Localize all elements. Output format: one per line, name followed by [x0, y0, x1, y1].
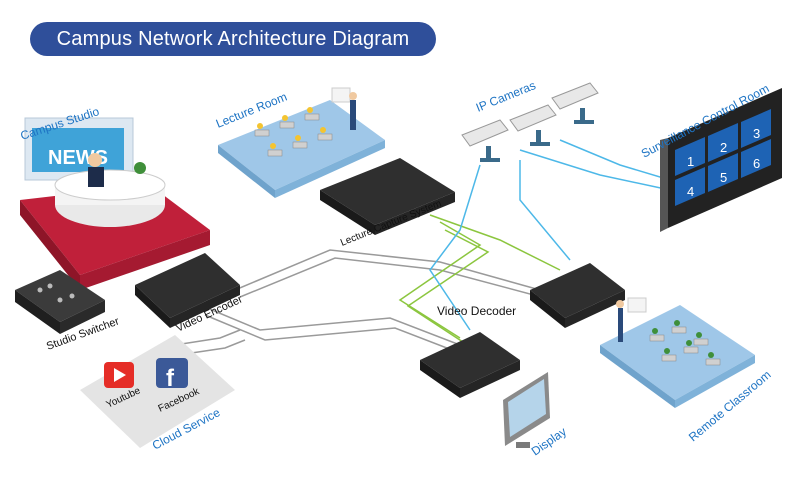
monitor-1: 1 [687, 154, 694, 169]
studio-switcher: Studio Switcher [15, 270, 121, 353]
link-capture-display-decoder [398, 221, 482, 339]
monitor-4: 4 [687, 184, 694, 199]
link-encoder-top-decoder-2 [239, 257, 546, 299]
monitor-3: 3 [753, 126, 760, 141]
video-decoder-top: Video Decoder [437, 263, 625, 328]
link-capture-display-decoder-2 [406, 229, 490, 345]
display-monitor: Display [503, 372, 569, 458]
link-encoder-cloud [174, 329, 241, 346]
campus-studio: NEWS Campus Studio [19, 104, 210, 290]
video-encoder: Video Encoder [135, 253, 245, 335]
monitor-2: 2 [720, 140, 727, 155]
facebook-icon [156, 358, 188, 388]
cloud-service: f Youtube Facebook Cloud Service [80, 335, 235, 453]
video-decoder-display [420, 332, 520, 398]
surveillance-control-room: 1 2 3 4 5 6 Surveillance Control Room [639, 81, 782, 232]
monitor-wall: 1 2 3 4 5 6 [675, 109, 771, 206]
connection-lines [174, 139, 671, 356]
camera-2 [509, 104, 557, 146]
ip-cameras-label: IP Cameras [474, 78, 538, 115]
camera-1 [461, 119, 509, 162]
remote-classroom: Remote Classroom [600, 297, 774, 444]
link-camera-display-decoder [429, 164, 481, 331]
camera-3 [551, 82, 599, 124]
ip-cameras: IP Cameras [461, 78, 599, 162]
lecture-capture-system: Lecture Capture System [320, 158, 455, 249]
monitor-5: 5 [720, 170, 727, 185]
video-decoder-label: Video Decoder [437, 304, 516, 318]
link-encoder-display-decoder [199, 304, 461, 346]
monitor-6: 6 [753, 156, 760, 171]
link-camera-surveillance [519, 149, 671, 191]
link-camera-surveillance-2 [559, 139, 671, 181]
link-encoder-display-decoder-2 [204, 314, 466, 356]
link-encoder-top-decoder [234, 249, 541, 291]
display-label: Display [529, 424, 569, 458]
svg-text:f: f [166, 365, 175, 392]
link-camera-decoder [519, 160, 571, 261]
link-capture-decoder [429, 214, 561, 271]
page-title: Campus Network Architecture Diagram [30, 22, 436, 56]
